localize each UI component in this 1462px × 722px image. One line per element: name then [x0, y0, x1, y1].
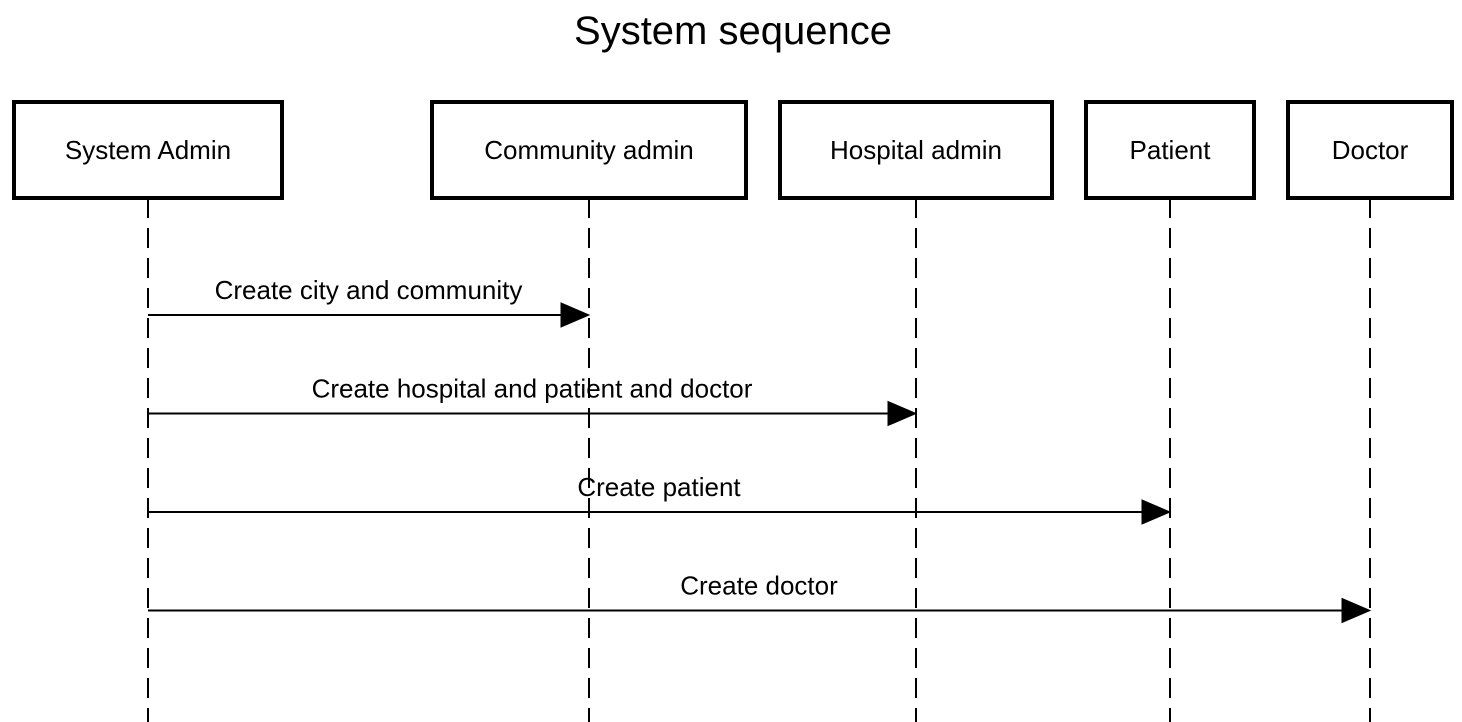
- arrowhead-icon: [1341, 597, 1372, 624]
- diagram-title: System sequence: [574, 9, 892, 53]
- arrowhead-icon: [887, 400, 918, 427]
- actor-label: System Admin: [65, 135, 231, 165]
- actor-box: [778, 100, 1054, 200]
- actor-community-admin: Community admin: [430, 100, 748, 200]
- actor-system-admin: System Admin: [12, 100, 284, 200]
- actor-box: [1084, 100, 1256, 200]
- actor-box: [1286, 100, 1454, 200]
- message-1: Create city and community: [148, 275, 591, 328]
- message-label: Create hospital and patient and doctor: [312, 374, 753, 404]
- message-2: Create hospital and patient and doctor: [148, 374, 918, 427]
- message-label: Create patient: [577, 472, 741, 502]
- actor-box: [12, 100, 284, 200]
- message-3: Create patient: [148, 472, 1172, 525]
- arrowhead-icon: [1141, 499, 1172, 525]
- actor-hospital-admin: Hospital admin: [778, 100, 1054, 200]
- actor-doctor: Doctor: [1286, 100, 1454, 200]
- arrowhead-icon: [560, 302, 591, 328]
- actor-box: [430, 100, 748, 200]
- actors-layer: System Admin Community admin Hospital admi…: [12, 100, 1454, 200]
- actor-label: Patient: [1130, 135, 1212, 165]
- actor-label: Community admin: [484, 135, 694, 165]
- message-4: Create doctor: [148, 571, 1372, 624]
- message-label: Create doctor: [680, 571, 838, 601]
- message-label: Create city and community: [215, 275, 523, 305]
- actor-label: Hospital admin: [830, 135, 1002, 165]
- lifelines-layer: [147, 198, 1371, 722]
- actor-label: Doctor: [1332, 135, 1409, 165]
- actor-patient: Patient: [1084, 100, 1256, 200]
